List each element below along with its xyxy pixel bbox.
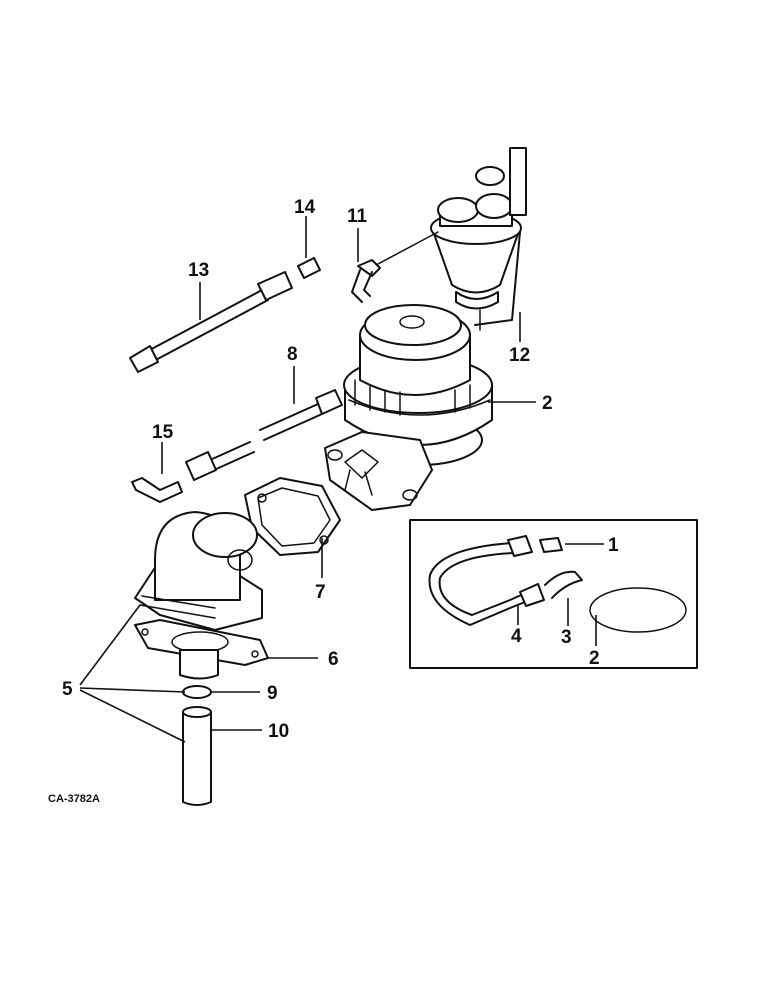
leader-lines [79, 216, 604, 743]
mounting-adapter [134, 511, 263, 631]
callout-3: 3 [561, 627, 572, 648]
gasket-7 [244, 477, 341, 556]
callout-10: 10 [268, 721, 289, 742]
sediment-bowl [430, 147, 527, 331]
callout-1: 1 [608, 535, 619, 556]
push-rod [182, 706, 212, 806]
callout-8: 8 [287, 344, 298, 365]
callout-4: 4 [511, 626, 522, 647]
callout-13: 13 [188, 260, 209, 281]
callout-2-inset: 2 [589, 648, 600, 669]
elbow-fitting [351, 231, 439, 303]
adapter-outlet [179, 649, 219, 680]
callout-2-main: 2 [542, 393, 553, 414]
callout-5: 5 [62, 679, 73, 700]
fuel-line-13 [129, 257, 321, 373]
callout-6: 6 [328, 649, 339, 670]
callout-15: 15 [152, 422, 174, 443]
o-ring [182, 685, 212, 699]
callout-14: 14 [294, 197, 316, 218]
callout-7: 7 [315, 582, 326, 603]
fuel-pump-body [343, 304, 493, 466]
callout-11: 11 [347, 206, 368, 227]
drawing-code: CA-3782A [48, 793, 100, 805]
callout-12: 12 [509, 345, 530, 366]
pump-flange [324, 431, 433, 511]
fuel-line-8 [185, 389, 343, 481]
elbow-15 [131, 477, 183, 503]
callout-9: 9 [267, 683, 278, 704]
inset-panel [409, 519, 698, 669]
